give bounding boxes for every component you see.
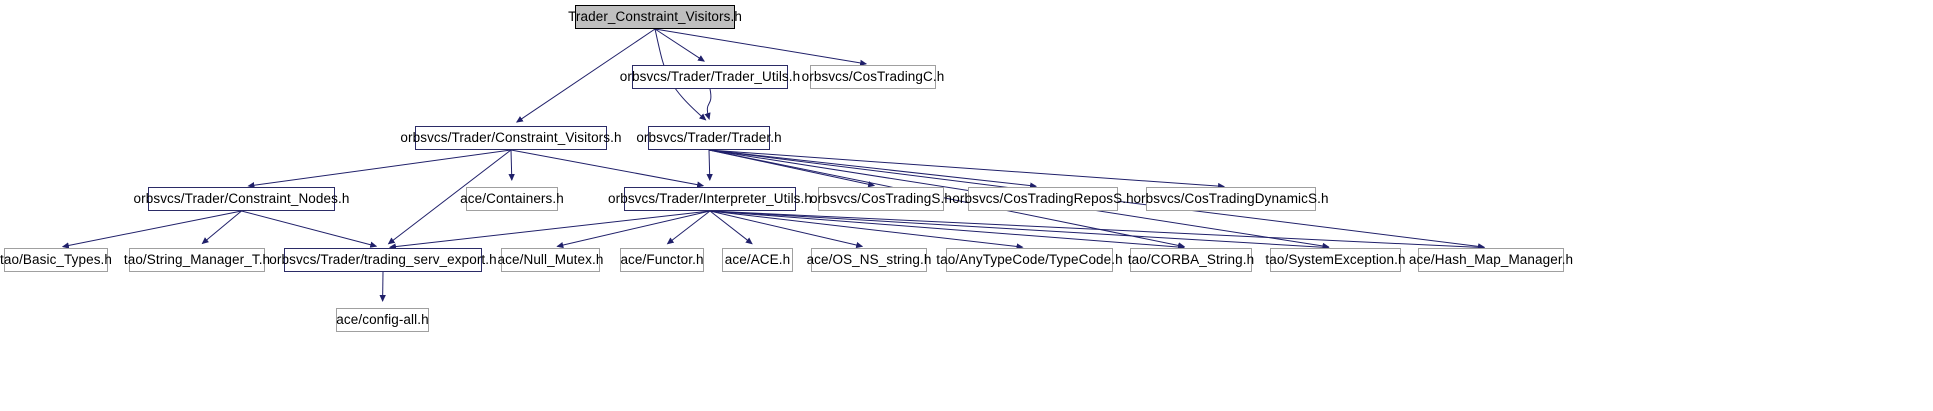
graph-node-label: orbsvcs/Trader/Interpreter_Utils.h (608, 191, 812, 207)
graph-edge (556, 210, 711, 249)
graph-node-label: ace/OS_NS_string.h (806, 252, 932, 268)
graph-node-label: orbsvcs/CosTradingDynamicS.h (1133, 191, 1329, 207)
graph-node-label: tao/AnyTypeCode/TypeCode.h (936, 252, 1123, 268)
graph-node[interactable]: orbsvcs/Trader/Interpreter_Utils.h (608, 187, 812, 211)
graph-edge (704, 88, 712, 120)
graph-edge (654, 28, 705, 62)
graph-node[interactable]: tao/SystemException.h (1265, 248, 1405, 272)
graph-node-label: ace/ACE.h (724, 252, 791, 268)
graph-node-label: orbsvcs/Trader/Trader.h (636, 130, 782, 146)
graph-node[interactable]: orbsvcs/CosTradingReposS.h (952, 187, 1134, 211)
graph-edge (61, 210, 242, 249)
graph-node-label: ace/Hash_Map_Manager.h (1408, 252, 1574, 268)
graph-edge (709, 210, 1486, 251)
graph-node-label: tao/SystemException.h (1265, 252, 1406, 268)
graph-edge (709, 210, 1186, 251)
graph-node: Trader_Constraint_Visitors.h (568, 5, 742, 29)
graph-node[interactable]: orbsvcs/Trader/Constraint_Nodes.h (134, 187, 349, 211)
graph-node[interactable]: ace/Hash_Map_Manager.h (1409, 248, 1573, 272)
graph-edge (388, 210, 711, 250)
graph-edge (706, 149, 713, 182)
graph-edge (708, 149, 876, 188)
graph-edge (709, 210, 864, 249)
graph-node[interactable]: ace/Null_Mutex.h (498, 248, 603, 272)
graph-node[interactable]: orbsvcs/Trader/trading_serv_export.h (269, 248, 497, 272)
graph-node-label: orbsvcs/Trader/Trader_Utils.h (619, 69, 801, 85)
graph-node[interactable]: tao/Basic_Types.h (0, 248, 112, 272)
graph-node-label: orbsvcs/CosTradingC.h (801, 69, 945, 85)
graph-edge (241, 210, 378, 248)
graph-node[interactable]: ace/Functor.h (620, 248, 704, 272)
graph-node-label: tao/CORBA_String.h (1127, 252, 1255, 268)
graph-node-label: orbsvcs/CosTradingReposS.h (952, 191, 1134, 207)
graph-node-label: orbsvcs/Trader/Constraint_Nodes.h (133, 191, 350, 207)
graph-node-label: orbsvcs/CosTradingS.h (810, 191, 952, 207)
graph-edge (708, 149, 1038, 189)
graph-node[interactable]: orbsvcs/Trader/Trader.h (636, 126, 782, 150)
graph-edge (201, 210, 242, 245)
graph-node-label: orbsvcs/Trader/Constraint_Visitors.h (400, 130, 622, 146)
graph-node-label: ace/config-all.h (336, 312, 429, 328)
graph-node[interactable]: tao/AnyTypeCode/TypeCode.h (936, 248, 1123, 272)
graph-node-label: ace/Null_Mutex.h (497, 252, 604, 268)
graph-node[interactable]: ace/config-all.h (336, 308, 429, 332)
graph-edge (247, 149, 512, 189)
graph-node[interactable]: orbsvcs/CosTradingS.h (810, 187, 952, 211)
graph-edge (709, 210, 753, 245)
graph-node[interactable]: tao/String_Manager_T.h (124, 248, 270, 272)
graph-edge (708, 149, 1226, 190)
graph-node[interactable]: orbsvcs/Trader/Constraint_Visitors.h (400, 126, 621, 150)
graph-node[interactable]: orbsvcs/CosTradingDynamicS.h (1133, 187, 1328, 211)
graph-edge (709, 210, 1330, 251)
graph-edge (508, 149, 515, 182)
graph-edge (709, 210, 1024, 250)
graph-node-label: ace/Containers.h (460, 191, 564, 207)
graph-edge (666, 210, 711, 245)
graph-node[interactable]: ace/Containers.h (460, 187, 564, 211)
graph-node[interactable]: orbsvcs/CosTradingC.h (802, 65, 944, 89)
graph-edge (510, 149, 705, 188)
graph-node-label: ace/Functor.h (620, 252, 704, 268)
graph-node-label: tao/Basic_Types.h (0, 252, 113, 268)
graph-node[interactable]: ace/ACE.h (722, 248, 793, 272)
graph-node-label: tao/String_Manager_T.h (123, 252, 271, 268)
graph-node-label: orbsvcs/Trader/trading_serv_export.h (269, 252, 497, 268)
graph-node[interactable]: ace/OS_NS_string.h (807, 248, 931, 272)
graph-node-label: Trader_Constraint_Visitors.h (568, 9, 742, 25)
graph-edge (654, 28, 868, 67)
graph-node[interactable]: orbsvcs/Trader/Trader_Utils.h (620, 65, 800, 89)
graph-node[interactable]: tao/CORBA_String.h (1127, 248, 1255, 272)
